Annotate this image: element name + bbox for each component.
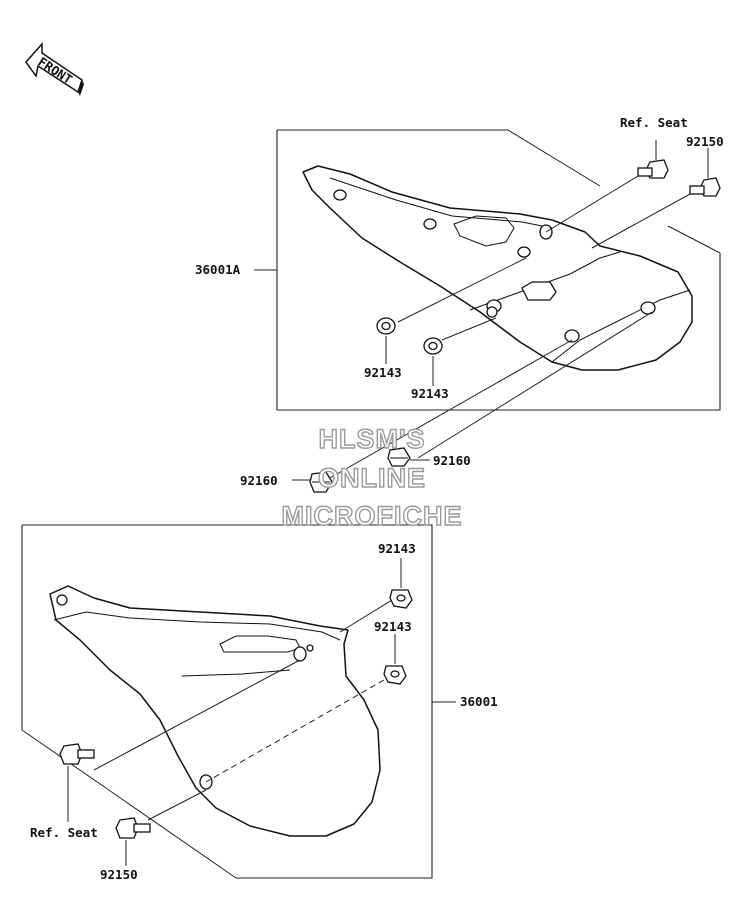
leader-grommet-1 (417, 311, 653, 459)
leader-lower-washer-b (205, 679, 385, 783)
label-ref-seat-low: Ref. Seat (30, 825, 98, 840)
label-grommet-left: 92160 (240, 473, 278, 488)
front-label: FRONT (35, 54, 75, 87)
label-bolt-top: 92150 (686, 134, 724, 149)
label-washer-low-a: 92143 (378, 541, 416, 556)
bolt-ref-seat-low (59, 743, 95, 765)
label-assembly-top: 36001A (195, 262, 241, 277)
grommet-left (309, 471, 333, 493)
leader-upper-washer-2 (441, 317, 497, 341)
label-washer-low-b: 92143 (374, 619, 412, 634)
label-ref-seat-top: Ref. Seat (620, 115, 688, 130)
watermark-line-2: ONLINE (318, 463, 426, 493)
bolt-92150-low (115, 817, 151, 839)
upper-frame-diag-1 (507, 129, 601, 187)
washer-top-left (376, 317, 396, 335)
leader-upper-washer-1 (397, 257, 527, 323)
grommet-right (387, 447, 411, 467)
upper-frame-diag-2 (667, 225, 721, 254)
label-washer-top-right: 92143 (411, 386, 449, 401)
upper-side-cover (302, 165, 693, 371)
label-grommet-right: 92160 (433, 453, 471, 468)
washer-low-b (383, 665, 407, 685)
watermark-line-1: HLSM'S (319, 424, 426, 454)
leader-upper-bolt-2 (591, 193, 691, 249)
lower-frame-diag (21, 729, 237, 879)
watermark: HLSM'S ONLINE MICROFICHE (281, 423, 463, 531)
leader-lower-bolt-2 (147, 789, 207, 821)
leader-lower-bolt-1 (93, 659, 301, 771)
watermark-line-3: MICROFICHE (282, 501, 463, 531)
label-bolt-low: 92150 (100, 867, 138, 882)
bolt-ref-seat-top (637, 159, 669, 179)
washer-top-right (423, 337, 443, 355)
label-washer-top-left: 92143 (364, 365, 402, 380)
lower-side-cover (49, 585, 381, 837)
washer-low-a (389, 589, 413, 609)
leader-lower-washer-a (339, 599, 393, 633)
front-arrow-icon: FRONT (25, 42, 84, 96)
bolt-92150-top (689, 177, 721, 197)
leader-grommet-2 (329, 339, 573, 479)
label-assembly-low: 36001 (460, 694, 498, 709)
leader-upper-bolt-1 (545, 175, 639, 233)
